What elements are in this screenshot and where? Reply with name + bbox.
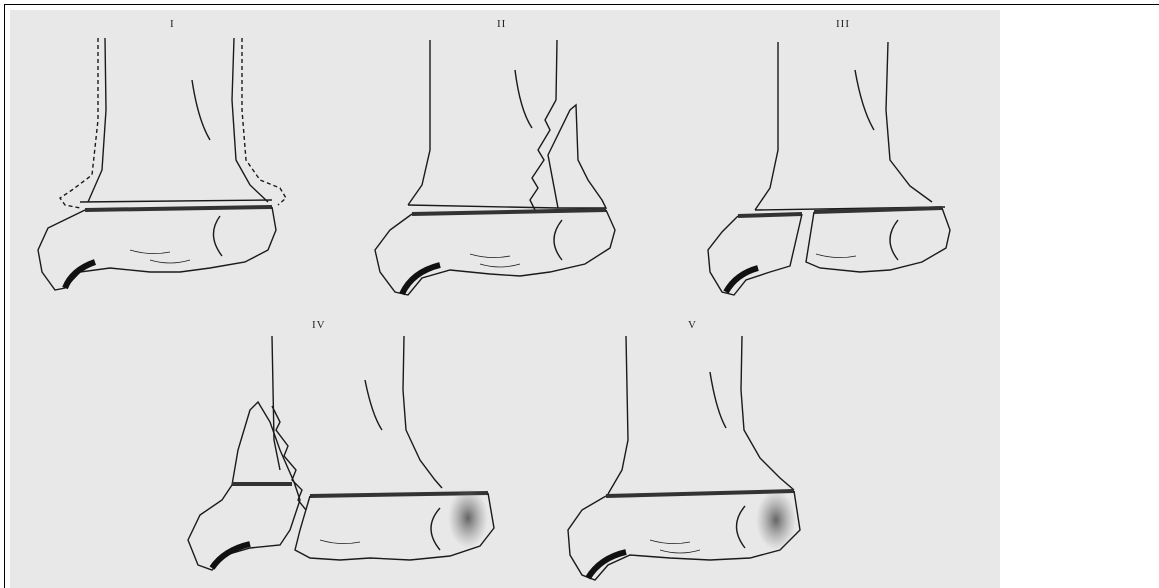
type-v-surface-lines <box>650 540 700 553</box>
type-iii-epiphysis-shadow <box>726 268 758 292</box>
left-border <box>4 4 5 588</box>
type-iv-fragment-shadow <box>212 544 250 568</box>
type-i-metaphysis-edge <box>80 200 272 202</box>
type-iii-condyle <box>890 220 898 260</box>
type-iii-surface-lines <box>816 254 856 258</box>
type-i-label: I <box>170 18 175 30</box>
type-i-periosteum-left <box>60 38 98 208</box>
top-border <box>4 4 1159 5</box>
type-ii-shaft-right <box>556 40 557 100</box>
type-ii-shaft-contour <box>515 70 532 128</box>
type-iv-condyle <box>431 508 440 550</box>
type-ii-label: II <box>497 18 506 30</box>
type-iii-physis-left <box>738 214 802 216</box>
type-i-physis <box>85 207 272 210</box>
type-i-periosteum-right <box>242 38 286 205</box>
type-ii-drawing: II <box>375 18 615 295</box>
type-i-condyle <box>213 216 222 256</box>
type-ii-physis <box>412 210 606 214</box>
figure-panel: I II III <box>10 10 1000 588</box>
type-iv-stipple <box>448 488 488 548</box>
type-ii-surface-lines <box>470 254 520 267</box>
type-iii-shaft-left <box>755 42 778 210</box>
type-iii-epiphysis-left <box>708 214 802 295</box>
type-iv-shaft-left <box>272 336 280 470</box>
type-iii-label: III <box>836 18 850 30</box>
type-i-shaft-right <box>232 38 268 202</box>
type-v-shaft-right <box>741 336 794 490</box>
type-iv-drawing: IV <box>188 319 494 570</box>
type-iii-shaft-contour <box>855 70 874 130</box>
type-i-drawing: I <box>38 18 286 290</box>
type-v-drawing: V <box>568 319 800 580</box>
type-i-surface-lines <box>130 250 190 263</box>
type-ii-metaphysis-edge <box>408 205 558 208</box>
type-ii-metaphyseal-fragment <box>548 105 606 208</box>
type-iii-epiphysis-right <box>806 208 950 272</box>
type-iii-shaft-right <box>886 42 932 202</box>
type-ii-fracture-line <box>530 100 556 210</box>
type-i-epiphysis-shadow <box>65 262 95 288</box>
type-v-shaft-left <box>608 336 628 494</box>
type-iv-shaft-contour <box>365 380 382 430</box>
type-iv-shaft-right <box>403 336 442 488</box>
fracture-diagram: I II III <box>10 10 1000 588</box>
type-v-shaft-contour <box>710 372 726 428</box>
type-v-epiphysis-shadow <box>588 552 626 578</box>
type-iv-surface-lines <box>320 540 360 544</box>
type-i-shaft-contour <box>192 80 210 140</box>
type-i-shaft-left <box>88 38 106 202</box>
type-ii-shaft-left <box>408 40 430 205</box>
type-v-stipple <box>756 490 796 550</box>
type-iii-drawing: III <box>708 18 950 295</box>
type-v-condyle <box>737 506 746 548</box>
type-v-label: V <box>688 319 697 331</box>
type-iv-label: IV <box>312 319 326 331</box>
type-ii-condyle <box>554 220 562 260</box>
